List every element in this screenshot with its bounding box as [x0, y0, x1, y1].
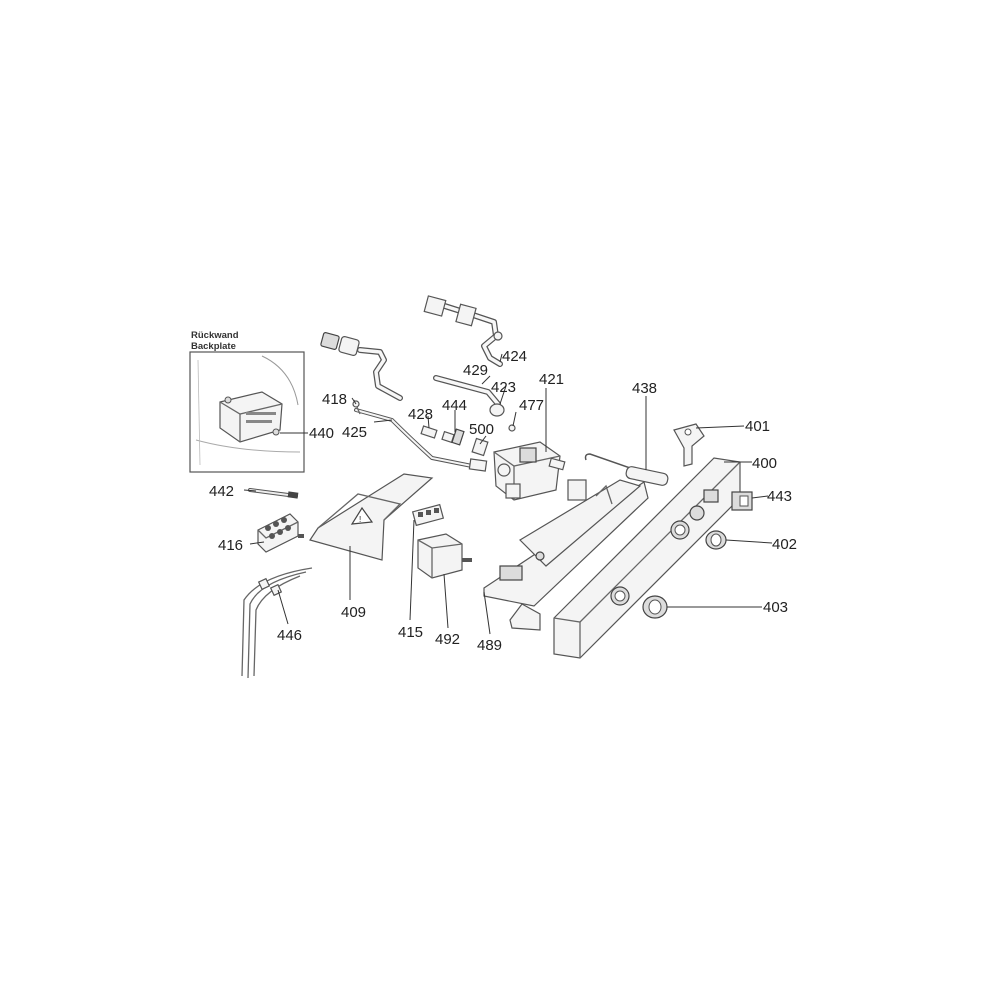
transformer-440 [219, 391, 283, 443]
callout-415: 415 [398, 624, 423, 641]
part-421-gas-valve [493, 441, 566, 501]
callout-409: 409 [341, 604, 366, 621]
part-423-nut [489, 403, 505, 417]
callout-429: 429 [463, 362, 488, 379]
part-492-box [417, 533, 472, 579]
callout-418: 418 [322, 391, 347, 408]
callout-477: 477 [519, 397, 544, 414]
part-446-cable-harness [241, 567, 313, 679]
part-424-pipe [423, 295, 503, 367]
part-416-terminal-block [257, 513, 304, 553]
svg-text:!: ! [359, 515, 361, 524]
inset-title-german: Rückwand [191, 330, 239, 341]
callout-428: 428 [408, 406, 433, 423]
part-444-fitting [441, 428, 465, 446]
part-428-fitting [420, 425, 438, 439]
part-477-ring [508, 424, 516, 432]
callout-446: 446 [277, 627, 302, 644]
callout-labels: 424 429 423 421 438 418 425 428 444 500 … [209, 348, 797, 654]
callout-423: 423 [491, 379, 516, 396]
part-415-connector [411, 503, 445, 527]
callout-442: 442 [209, 483, 234, 500]
part-425-cable [352, 399, 488, 472]
part-489-mounting-tray [483, 479, 649, 631]
callout-440: 440 [309, 425, 334, 442]
callout-444: 444 [442, 397, 467, 414]
callout-424: 424 [502, 348, 527, 365]
callout-492: 492 [435, 631, 460, 648]
part-401-bracket [673, 423, 705, 467]
part-403-knob [642, 595, 668, 619]
part-443-switch [731, 491, 753, 511]
part-500-fitting [471, 437, 489, 457]
callout-401: 401 [745, 418, 770, 435]
backplate-inset: Rückwand Backplate [189, 330, 305, 473]
callout-438: 438 [632, 380, 657, 397]
callout-489: 489 [477, 637, 502, 654]
callout-416: 416 [218, 537, 243, 554]
callout-402: 402 [772, 536, 797, 553]
callout-400: 400 [752, 455, 777, 472]
part-438-electrode [584, 453, 669, 486]
part-402-knob [705, 530, 727, 550]
leader-lines [243, 353, 773, 635]
part-409-cover-plate: ! [309, 473, 434, 561]
callout-500: 500 [469, 421, 494, 438]
callout-425: 425 [342, 424, 367, 441]
part-429-pipe [433, 375, 501, 407]
gas-inlet-pipe [320, 332, 403, 401]
callout-403: 403 [763, 599, 788, 616]
part-400-front-panel [553, 457, 741, 659]
callout-421: 421 [539, 371, 564, 388]
inset-title-english: Backplate [191, 341, 236, 352]
callout-443: 443 [767, 488, 792, 505]
part-442-probe [248, 488, 299, 499]
